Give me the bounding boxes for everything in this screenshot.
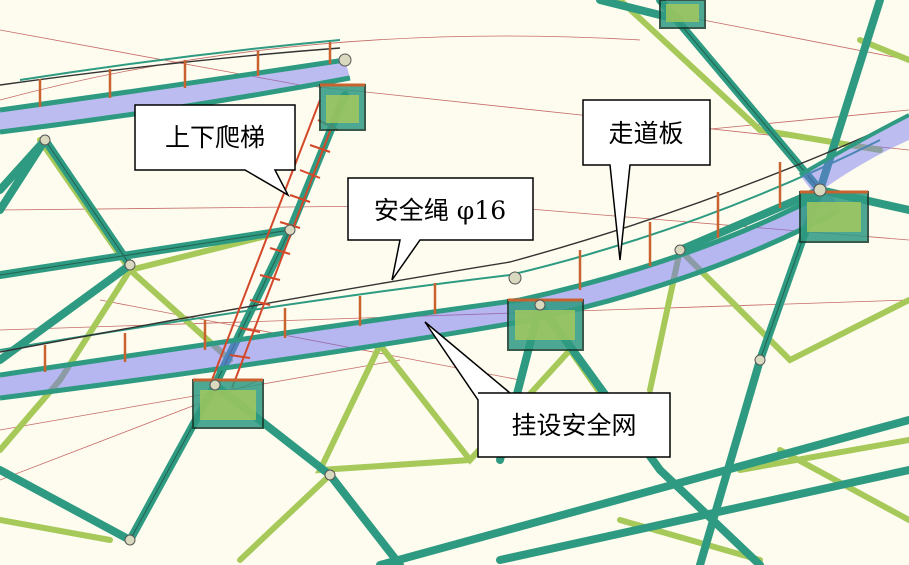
callout-safety-rope-label: 安全绳 φ16: [374, 196, 506, 225]
callout-walkway-board: 走道板: [582, 99, 711, 261]
truss-outline: [0, 0, 821, 541]
callout-safety-net-label: 挂设安全网: [511, 411, 636, 440]
platform-top: [659, 0, 706, 29]
platform-middle: [507, 298, 584, 351]
callout-safety-rope: 安全绳 φ16: [347, 177, 534, 281]
callout-safety-net: 挂设安全网: [424, 321, 671, 458]
callout-walkway-board-label: 走道板: [608, 119, 683, 148]
callout-ladder-label: 上下爬梯: [165, 123, 265, 152]
walkway-right: [798, 113, 909, 195]
truss-nodes: [39, 53, 827, 546]
platform-top-left: [319, 83, 366, 131]
platform-right: [799, 190, 869, 243]
walkway-main: [0, 129, 881, 401]
callout-ladder: 上下爬梯: [134, 104, 296, 197]
platform-lower-left: [192, 378, 264, 429]
